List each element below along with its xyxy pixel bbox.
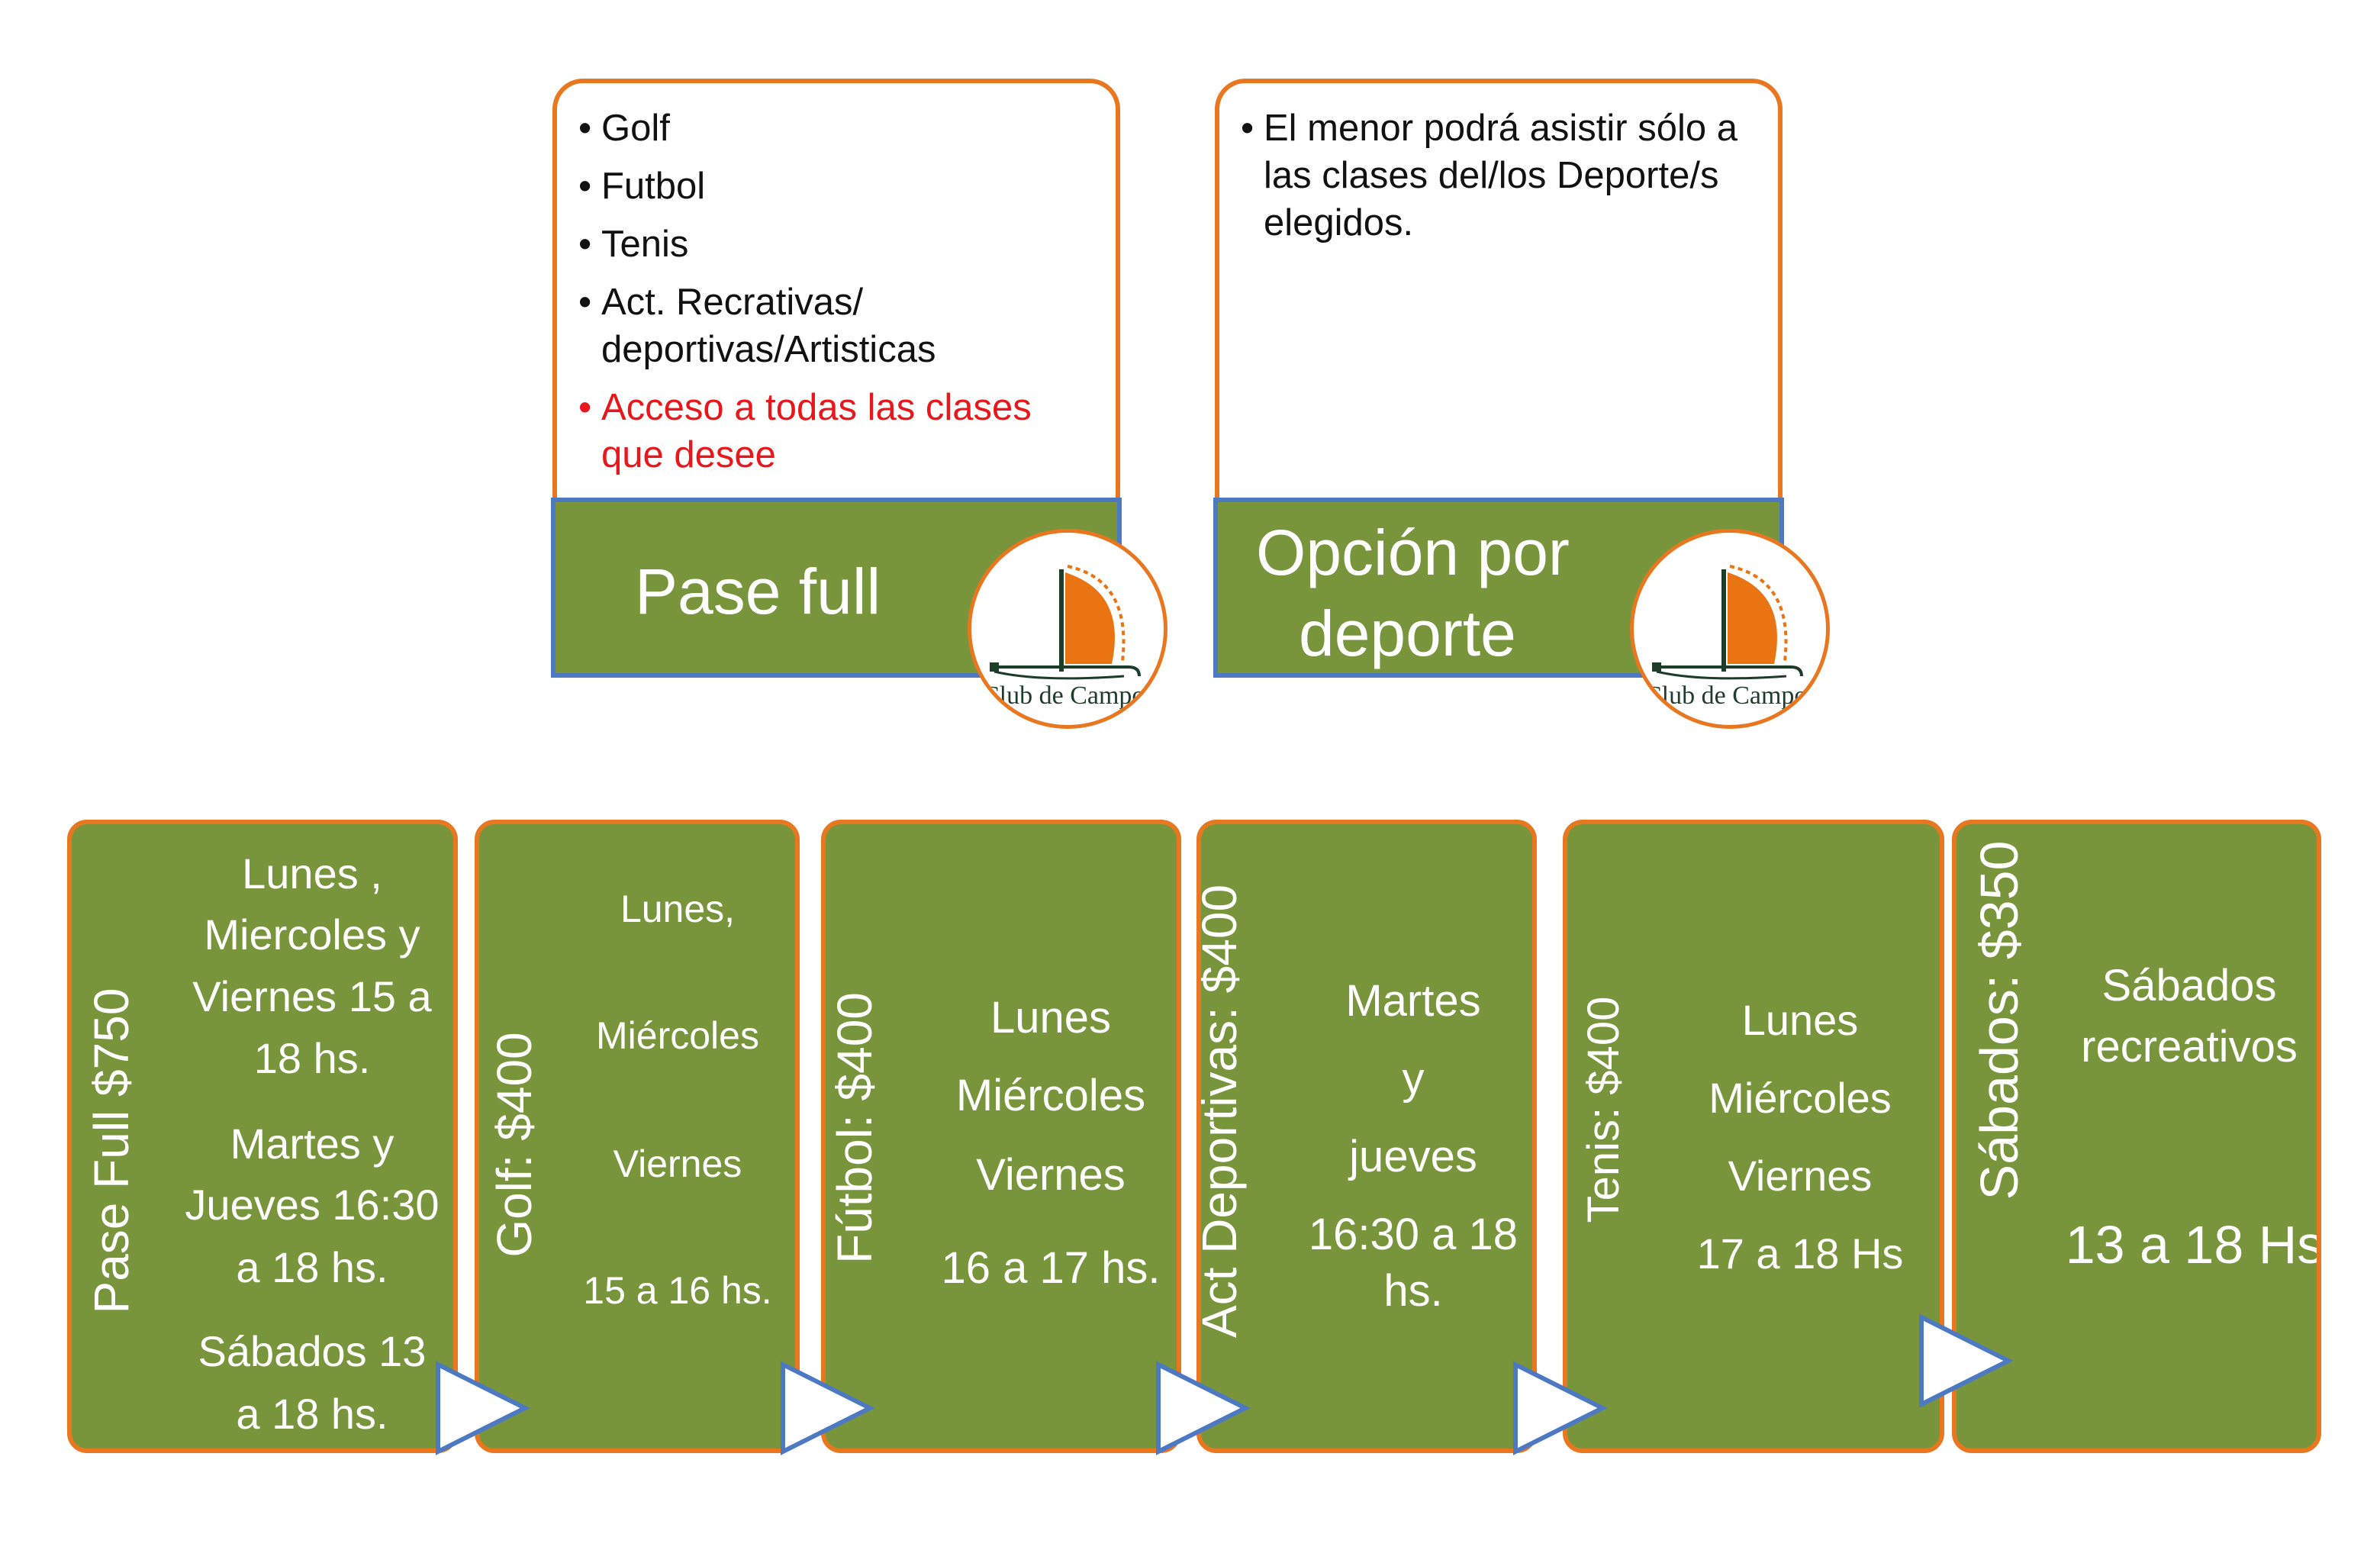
sail-icon: Club de Campo — [982, 565, 1145, 710]
plan-label: Fútbol: $400 — [827, 992, 882, 1264]
plan-label: Pase Full $750 — [84, 988, 139, 1314]
schedule-line: Martes — [1345, 976, 1481, 1026]
schedule-line: Lunes, — [620, 888, 736, 930]
plan-act-deportivas: Act Deportivas: $400 Martes y jueves 16:… — [1196, 820, 1537, 1453]
schedule-line: Sábados 13 — [198, 1327, 427, 1375]
schedule-line: Miércoles — [596, 1014, 759, 1057]
schedule-line: Viernes — [976, 1150, 1126, 1200]
schedule-line: Sábados — [2101, 961, 2277, 1010]
arrow-right-icon — [1513, 1361, 1608, 1455]
bullet-golf: Golf — [578, 105, 1097, 152]
bullet-tenis: Tenis — [578, 221, 1097, 268]
schedule-line: Viernes — [613, 1142, 742, 1185]
schedule-line: 13 a 18 Hs — [2065, 1215, 2321, 1274]
plan-label: Golf: $400 — [487, 1032, 542, 1258]
schedule-line: Lunes — [990, 993, 1112, 1042]
schedule-line: recreativos — [2081, 1022, 2298, 1071]
bullet-acceso-todas: Acceso a todas las clases que desee — [578, 384, 1090, 479]
plan-sabados: Sábados: $350 Sábados recreativos 13 a 1… — [1952, 820, 2321, 1453]
plan-tenis: Tenis: $400 Lunes Miércoles Viernes 17 a… — [1563, 820, 1944, 1453]
arrow-right-icon — [436, 1361, 530, 1455]
club-logo-2: Club de Campo — [1630, 529, 1830, 729]
schedule-line: jueves — [1349, 1132, 1477, 1181]
plan-label: Sábados: $350 — [1969, 840, 2029, 1200]
logo-text: Club de Campo — [982, 682, 1145, 710]
opcion-deporte-title-line1: Opción por — [1256, 517, 1570, 588]
plan-label: Tenis: $400 — [1579, 996, 1628, 1223]
schedule-line: Martes y — [230, 1120, 395, 1168]
opcion-deporte-bullets: El menor podrá asistir sólo a las clases… — [1241, 105, 1760, 257]
schedule-line: 16 a 17 hs. — [941, 1243, 1161, 1293]
sail-icon: Club de Campo — [1644, 565, 1807, 710]
plan-pase-full: Pase Full $750 Lunes , Miercoles y Viern… — [67, 820, 458, 1453]
schedule-line: Miercoles y — [204, 910, 420, 959]
club-logo-1: Club de Campo — [968, 529, 1167, 729]
bullet-actividades: Act. Recrativas/ deportivas/Artisticas — [578, 279, 937, 373]
schedule-line: 17 a 18 Hs — [1696, 1229, 1904, 1278]
opcion-deporte-title-line2: deporte — [1299, 598, 1516, 669]
schedule-line: Lunes — [1741, 996, 1859, 1044]
schedule-line: 18 hs. — [253, 1034, 371, 1082]
schedule-line: a 18 hs. — [236, 1390, 388, 1438]
schedule-line: 15 a 16 hs. — [583, 1269, 772, 1312]
pase-full-card: Golf Futbol Tenis Act. Recrativas/ depor… — [552, 79, 1120, 503]
pase-full-bullets: Golf Futbol Tenis Act. Recrativas/ depor… — [578, 105, 1097, 489]
schedule-line: a 18 hs. — [236, 1243, 388, 1291]
arrow-right-icon — [1156, 1361, 1251, 1455]
schedule-line: hs. — [1383, 1266, 1443, 1316]
arrow-right-icon — [781, 1361, 875, 1455]
plan-golf: Golf: $400 Lunes, Miércoles Viernes 15 a… — [475, 820, 800, 1453]
pase-full-title: Pase full — [635, 556, 881, 627]
schedule-line: Lunes , — [242, 849, 382, 897]
bullet-futbol: Futbol — [578, 163, 1097, 210]
schedule-line: Viernes — [1728, 1152, 1873, 1200]
schedule-line: Viernes 15 a — [192, 972, 432, 1020]
opcion-deporte-card: El menor podrá asistir sólo a las clases… — [1215, 79, 1783, 503]
arrow-right-icon — [1919, 1313, 2014, 1408]
plan-futbol: Fútbol: $400 Lunes Miércoles Viernes 16 … — [821, 820, 1181, 1453]
schedule-line: Miércoles — [1709, 1074, 1892, 1122]
schedule-line: 16:30 a 18 — [1308, 1210, 1518, 1259]
schedule-line: Miércoles — [955, 1071, 1146, 1120]
schedule-line: Jueves 16:30 — [185, 1181, 440, 1229]
plan-label: Act Deportivas: $400 — [1196, 884, 1247, 1339]
bullet-menor: El menor podrá asistir sólo a las clases… — [1241, 105, 1752, 247]
logo-text: Club de Campo — [1644, 682, 1807, 710]
schedule-line: y — [1402, 1054, 1425, 1104]
